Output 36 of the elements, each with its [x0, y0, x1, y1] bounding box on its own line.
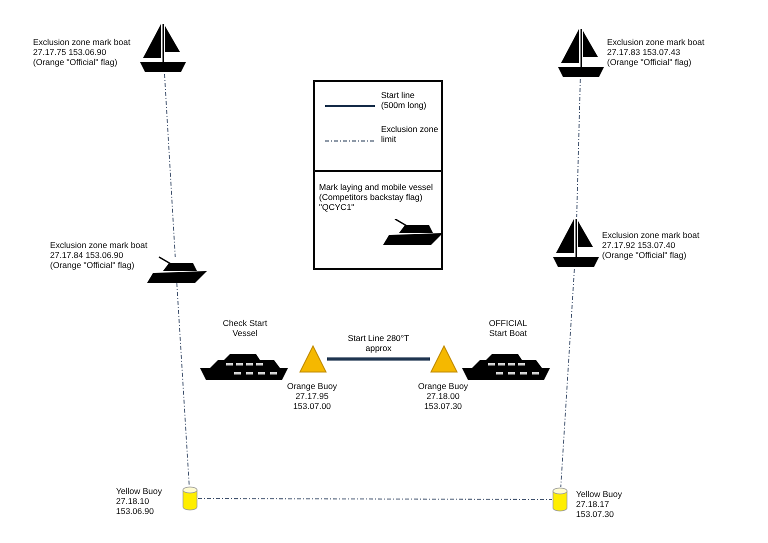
connector-line: [198, 498, 552, 500]
marker-label: 27.17.84 153.06.90: [50, 250, 124, 260]
marker-label: 27.17.95: [294, 391, 330, 401]
connector-line: [327, 357, 430, 361]
legend-label: Start line (500m long): [381, 90, 428, 110]
marker-label: 153.07.30: [576, 509, 615, 519]
marker-label: 27.17.83 153.07.43: [607, 47, 682, 57]
marker-label: 27.17.92 153.07.40: [602, 240, 676, 250]
marker-label: Check Start Vessel: [222, 318, 268, 338]
legend-label: Mark laying and mobile vessel (Competitors backstay flag) "QCYC1": [319, 182, 434, 212]
marker-label: (Orange "Official" flag): [602, 250, 688, 260]
connector-line: [176, 282, 190, 486]
marker-label: Exclusion zone mark boat: [50, 240, 148, 250]
connector-line: [560, 268, 575, 488]
marker-label: Exclusion zone mark boat: [33, 37, 132, 47]
connector-line: [164, 74, 176, 258]
marker-label: 153.06.90: [116, 506, 155, 516]
marker-label: 27.18.00: [425, 391, 461, 401]
marker-label: Orange Buoy: [416, 381, 470, 391]
marker-label: Exclusion zone mark boat: [602, 230, 700, 240]
marker-label: 27.18.10: [116, 496, 150, 506]
marker-label: OFFICIAL Start Boat: [488, 318, 528, 338]
legend-label: Exclusion zone limit: [381, 124, 440, 144]
marker-label: Yellow Buoy: [116, 486, 163, 496]
marker-label: 153.07.30: [423, 401, 463, 411]
marker-label: 27.17.75 153.06.90: [33, 47, 108, 57]
marker-label: Orange Buoy: [286, 381, 338, 391]
connector-line: [576, 78, 581, 218]
marker-label: 27.18.17: [576, 499, 610, 509]
marker-label: (Orange "Official" flag): [50, 260, 136, 270]
marker-label: Yellow Buoy: [576, 489, 623, 499]
marker-label: (Orange "Official" flag): [607, 57, 692, 67]
marker-label: 153.07.00: [292, 401, 332, 411]
marker-label: (Orange "Official" flag): [33, 57, 118, 67]
edge-label: Start Line 280°T approx: [346, 333, 412, 353]
marker-label: Exclusion zone mark boat: [607, 37, 706, 47]
